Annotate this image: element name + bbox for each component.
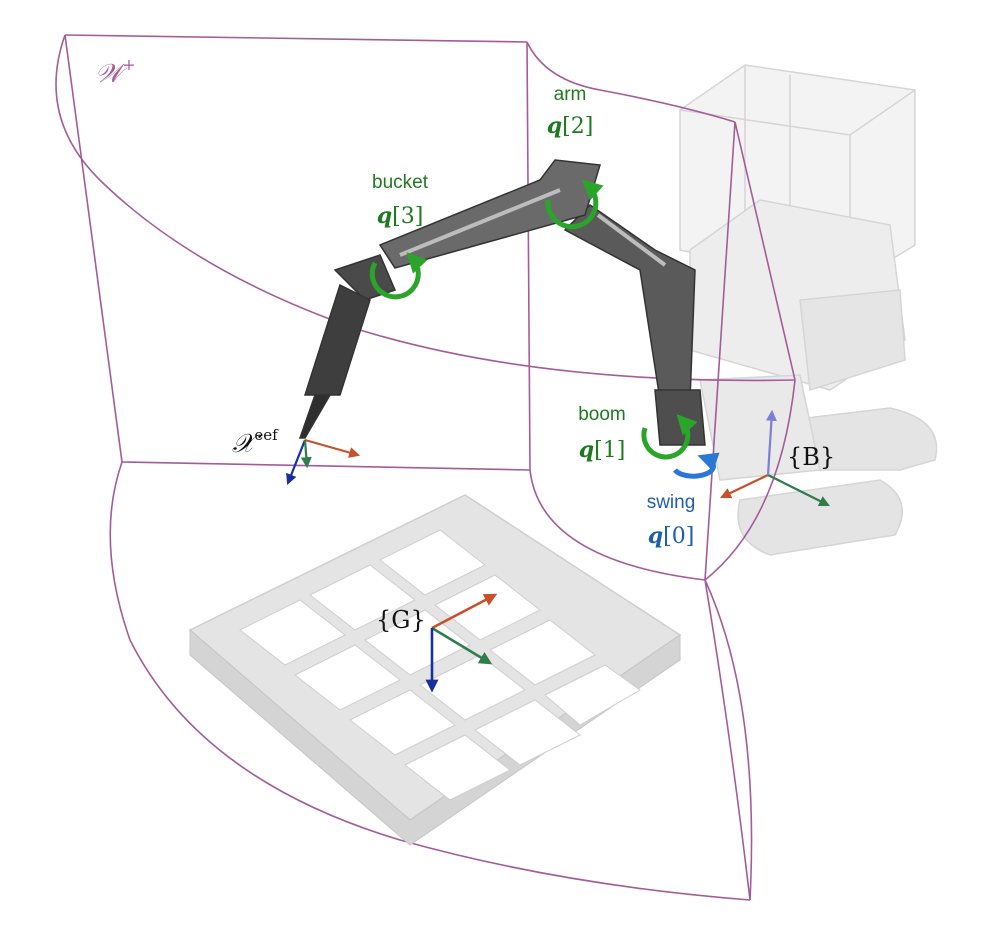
- arm-q-symbol: q: [547, 113, 562, 139]
- arm-q-index: [2]: [562, 114, 593, 139]
- boom-link: [563, 204, 696, 401]
- goal-frame-label: {G}: [376, 606, 426, 634]
- boom-joint-name: boom: [578, 404, 626, 425]
- eef-frame-label: 𝒳eef: [232, 426, 279, 459]
- bucket-joint-q: q[3]: [377, 203, 424, 229]
- boom-joint-q: q[1]: [579, 437, 626, 463]
- boom-foot: [654, 389, 706, 446]
- arm-highlight: [399, 188, 561, 257]
- bucket-joint-name: bucket: [372, 172, 429, 193]
- workspace-outline: [55, 34, 796, 901]
- track-left: [737, 479, 903, 556]
- bucket-q-symbol: q: [377, 203, 392, 229]
- arm-linkage: [298, 159, 706, 446]
- hammer-tip: [298, 394, 332, 439]
- workspace-label: 𝒲+: [95, 55, 136, 89]
- hammer-body: [303, 283, 371, 396]
- eef-superscript: eef: [254, 426, 279, 444]
- boom-q-symbol: q: [579, 437, 594, 463]
- bucket-q-index: [3]: [392, 204, 423, 229]
- swing-joint-q: q[0]: [648, 523, 695, 549]
- grid-slab-side: [189, 628, 681, 846]
- swing-joint-indicator: [673, 452, 720, 479]
- workspace-superscript: +: [122, 55, 135, 74]
- counterweight: [799, 289, 906, 391]
- arm-joint-indicator: [545, 179, 604, 230]
- boom-joint-indicator: [641, 414, 698, 460]
- eef-frame-axes: [286, 438, 361, 486]
- base-frame-axes: [720, 409, 830, 506]
- boom-highlight: [596, 213, 667, 267]
- swing-q-index: [0]: [663, 524, 694, 549]
- arm-joint-name: arm: [554, 84, 587, 105]
- excavator-body: [679, 64, 938, 556]
- grid-cells: [239, 529, 641, 801]
- boom-q-index: [1]: [594, 438, 625, 463]
- swing-joint-name: swing: [647, 492, 696, 513]
- goal-grid: [188, 494, 682, 846]
- bucket-joint-indicator: [369, 252, 428, 300]
- base-frame-label: {B}: [787, 443, 835, 471]
- goal-frame-axes: [425, 593, 498, 693]
- arm-joint-q: q[2]: [547, 113, 594, 139]
- swing-q-symbol: q: [648, 523, 663, 549]
